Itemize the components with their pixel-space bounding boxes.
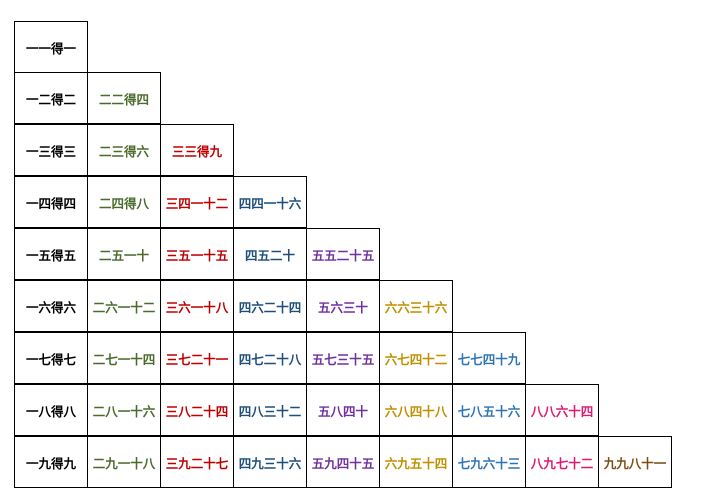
table-cell: 六八四十八 bbox=[379, 384, 453, 436]
table-cell: 三四一十二 bbox=[160, 176, 234, 228]
table-cell: 一一得一 bbox=[14, 21, 88, 73]
table-cell: 八八六十四 bbox=[525, 384, 599, 436]
table-cell: 一五得五 bbox=[14, 228, 88, 280]
table-cell: 四六二十四 bbox=[233, 280, 307, 332]
multiplication-table: 一一得一一二得二二二得四一三得三二三得六三三得九一四得四二四得八三四一十二四四一… bbox=[14, 21, 672, 489]
table-cell: 二二得四 bbox=[87, 72, 161, 124]
table-cell: 四七二十八 bbox=[233, 332, 307, 384]
table-cell: 六七四十二 bbox=[379, 332, 453, 384]
table-cell: 三六一十八 bbox=[160, 280, 234, 332]
table-cell: 一六得六 bbox=[14, 280, 88, 332]
table-cell: 八九七十二 bbox=[525, 436, 599, 488]
table-row: 一八得八二八一十六三八二十四四八三十二五八四十六八四十八七八五十六八八六十四 bbox=[14, 384, 672, 437]
table-cell: 一二得二 bbox=[14, 72, 88, 124]
table-cell: 五七三十五 bbox=[306, 332, 380, 384]
table-cell: 三八二十四 bbox=[160, 384, 234, 436]
table-cell: 一七得七 bbox=[14, 332, 88, 384]
table-cell: 三三得九 bbox=[160, 124, 234, 176]
table-row: 一二得二二二得四 bbox=[14, 72, 672, 125]
table-cell: 二四得八 bbox=[87, 176, 161, 228]
table-cell: 五八四十 bbox=[306, 384, 380, 436]
table-cell: 七八五十六 bbox=[452, 384, 526, 436]
table-cell: 五六三十 bbox=[306, 280, 380, 332]
table-cell: 二五一十 bbox=[87, 228, 161, 280]
table-cell: 三七二十一 bbox=[160, 332, 234, 384]
table-cell: 一八得八 bbox=[14, 384, 88, 436]
table-row: 一六得六二六一十二三六一十八四六二十四五六三十六六三十六 bbox=[14, 280, 672, 333]
table-cell: 七九六十三 bbox=[452, 436, 526, 488]
table-cell: 一四得四 bbox=[14, 176, 88, 228]
table-cell: 一三得三 bbox=[14, 124, 88, 176]
table-cell: 六九五十四 bbox=[379, 436, 453, 488]
table-row: 一九得九二九一十八三九二十七四九三十六五九四十五六九五十四七九六十三八九七十二九… bbox=[14, 436, 672, 489]
table-cell: 三九二十七 bbox=[160, 436, 234, 488]
table-cell: 四八三十二 bbox=[233, 384, 307, 436]
table-cell: 四五二十 bbox=[233, 228, 307, 280]
table-row: 一五得五二五一十三五一十五四五二十五五二十五 bbox=[14, 228, 672, 281]
table-row: 一四得四二四得八三四一十二四四一十六 bbox=[14, 176, 672, 229]
table-cell: 五五二十五 bbox=[306, 228, 380, 280]
table-row: 一三得三二三得六三三得九 bbox=[14, 124, 672, 177]
table-row: 一一得一 bbox=[14, 21, 672, 73]
table-cell: 二七一十四 bbox=[87, 332, 161, 384]
table-cell: 二八一十六 bbox=[87, 384, 161, 436]
table-cell: 九九八十一 bbox=[598, 436, 672, 488]
table-cell: 四九三十六 bbox=[233, 436, 307, 488]
table-cell: 六六三十六 bbox=[379, 280, 453, 332]
table-cell: 四四一十六 bbox=[233, 176, 307, 228]
table-cell: 二六一十二 bbox=[87, 280, 161, 332]
table-cell: 一九得九 bbox=[14, 436, 88, 488]
table-cell: 三五一十五 bbox=[160, 228, 234, 280]
table-cell: 二九一十八 bbox=[87, 436, 161, 488]
table-row: 一七得七二七一十四三七二十一四七二十八五七三十五六七四十二七七四十九 bbox=[14, 332, 672, 385]
table-cell: 二三得六 bbox=[87, 124, 161, 176]
table-cell: 七七四十九 bbox=[452, 332, 526, 384]
table-cell: 五九四十五 bbox=[306, 436, 380, 488]
